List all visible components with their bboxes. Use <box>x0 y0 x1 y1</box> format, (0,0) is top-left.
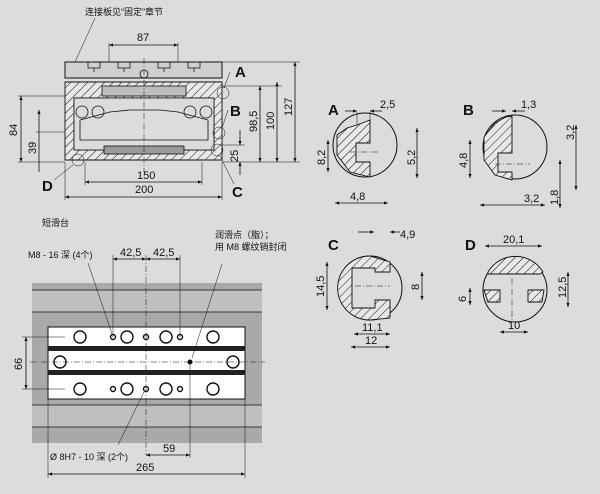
detail-d-dim: 12,5 <box>557 277 569 298</box>
detail-b-dim: 1,3 <box>521 99 536 111</box>
detail-c-dim: 11,1 <box>362 322 383 334</box>
dim-100: 100 <box>265 112 277 130</box>
detail-d-dim: 10 <box>508 320 520 332</box>
dim-127: 127 <box>283 98 295 116</box>
detail-b-dim: 3,2 <box>524 193 539 205</box>
detail-d: D 20,1 6 12,5 10 <box>457 234 570 334</box>
detail-c-dim: 8 <box>410 284 422 290</box>
dim-265: 265 <box>136 462 154 474</box>
marker-d: D <box>42 178 53 195</box>
marker-b: B <box>230 103 241 120</box>
detail-a-label: A <box>328 102 339 119</box>
detail-d-dim: 20,1 <box>503 234 524 246</box>
detail-c: C 4,9 14,5 8 11,1 12 <box>315 229 424 349</box>
dim-84: 84 <box>8 124 20 136</box>
detail-a-dim: 5,2 <box>406 150 418 165</box>
carriage-plate <box>47 326 246 400</box>
detail-c-dim: 14,5 <box>315 276 327 297</box>
detail-a-dim: 4,8 <box>350 191 365 203</box>
dim-42-5-right: 42,5 <box>153 247 174 259</box>
lube-note-2: 用 M8 螺纹销封闭 <box>215 241 287 252</box>
pin-note: Ø 8H7 - 10 深 (2个) <box>50 452 128 462</box>
marker-a: A <box>235 64 246 81</box>
leader-line <box>74 17 96 63</box>
detail-b-dim: 4,8 <box>458 153 470 168</box>
dim-150: 150 <box>137 170 155 182</box>
detail-b-dim: 1,8 <box>549 190 561 205</box>
detail-b: B 1,3 4,8 3,2 3,2 1,8 <box>458 99 578 208</box>
dim-98-5: 98,5 <box>248 111 260 132</box>
dim-42-5-left: 42,5 <box>120 247 141 259</box>
marker-c: C <box>232 184 243 201</box>
thread-note: M8 - 16 深 (4个) <box>28 250 93 260</box>
dim-25: 25 <box>229 150 241 162</box>
detail-b-dim: 3,2 <box>565 125 577 140</box>
detail-a-dim: 8,2 <box>316 150 328 165</box>
connection-plate-note: 连接板见“固定”章节 <box>85 6 163 17</box>
detail-d-label: D <box>465 237 476 254</box>
detail-c-dim: 12 <box>365 335 377 347</box>
dim-39: 39 <box>27 142 39 154</box>
dim-59: 59 <box>163 443 175 455</box>
detail-c-label: C <box>328 237 339 254</box>
dim-200: 200 <box>135 184 153 196</box>
detail-a: A 2,5 8,2 5,2 4,8 <box>316 99 419 205</box>
detail-c-dim: 4,9 <box>400 229 415 241</box>
dim-66: 66 <box>13 358 25 370</box>
dim-87: 87 <box>137 32 149 44</box>
detail-b-label: B <box>463 102 474 119</box>
detail-a-dim: 2,5 <box>380 99 395 111</box>
section-view: 连接板见“固定”章节 87 A B C D 84 39 <box>8 6 300 201</box>
plan-title: 短滑台 <box>42 217 69 228</box>
detail-d-dim: 6 <box>457 296 469 302</box>
lube-note-1: 润滑点（脂）； <box>215 229 274 240</box>
plan-view: 短滑台 M8 - 16 深 (4个) 润滑点（脂）； 用 M8 螺纹销封闭 42… <box>13 217 287 478</box>
